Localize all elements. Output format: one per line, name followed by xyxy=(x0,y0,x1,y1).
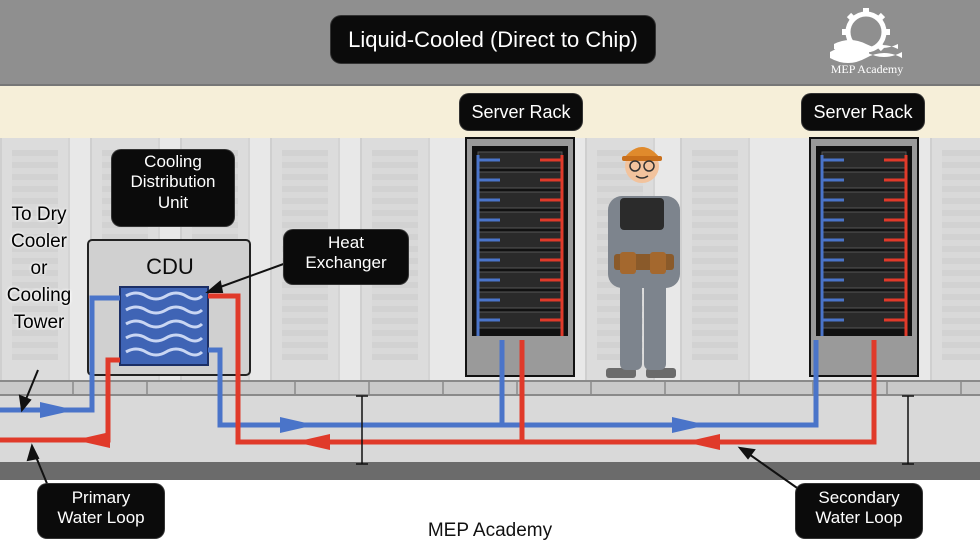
server-rack-2-label: Server Rack xyxy=(802,94,924,130)
rack-2-manifolds xyxy=(820,155,908,336)
dry-cooler-label: To Dry Cooler or Cooling Tower xyxy=(6,204,72,333)
secondary-supply-loop xyxy=(208,340,819,428)
cdu-label: CDU xyxy=(146,254,194,279)
floor-pedestals xyxy=(356,395,914,465)
floor-slab xyxy=(0,462,980,480)
secondary-supply-arrow-1 xyxy=(280,417,315,433)
server-rack-1 xyxy=(465,137,575,377)
secondary-return-arrow-1 xyxy=(295,434,330,450)
server-rack-2 xyxy=(809,137,919,377)
secondary-return-loop xyxy=(208,293,877,445)
floor-tiles xyxy=(0,380,980,396)
primary-return-arrow xyxy=(75,432,110,448)
heat-exchanger-icon xyxy=(119,286,209,366)
footer-text: MEP Academy xyxy=(427,520,553,541)
secondary-loop-label: Secondary Water Loop xyxy=(796,484,922,538)
primary-loop-label: Primary Water Loop xyxy=(38,484,164,538)
cdu-description-label: Cooling Distribution Unit xyxy=(112,150,234,226)
rack-1-manifolds xyxy=(476,155,564,336)
logo-text: MEP Academy xyxy=(830,62,904,76)
heat-exchanger-label: Heat Exchanger xyxy=(284,230,408,284)
diagram-title: Liquid-Cooled (Direct to Chip) xyxy=(331,16,655,63)
secondary-supply-arrow-2 xyxy=(672,417,707,433)
secondary-return-arrow-2 xyxy=(685,434,720,450)
gear-logo-icon xyxy=(830,8,902,63)
server-rack-1-label: Server Rack xyxy=(460,94,582,130)
callout-arrows xyxy=(18,257,801,491)
technician-figure xyxy=(606,147,680,378)
primary-supply-arrow xyxy=(40,402,75,418)
